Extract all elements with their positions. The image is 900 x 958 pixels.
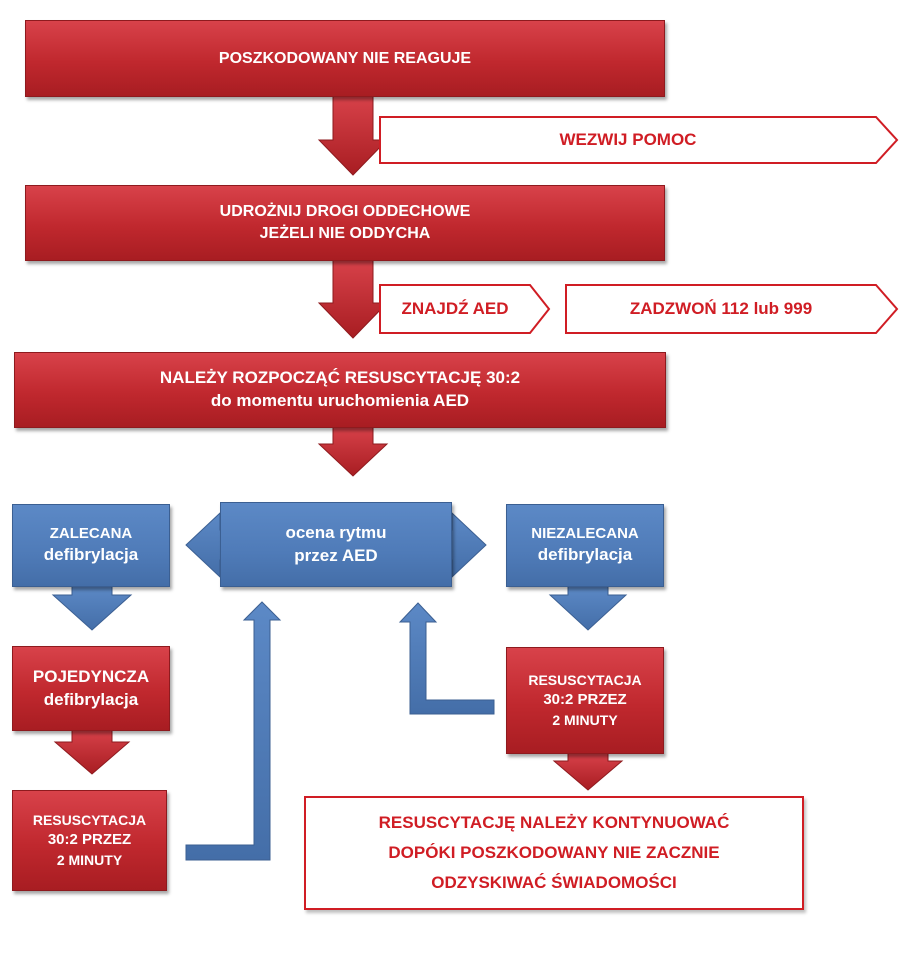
- step-start-cpr-line2: do momentu uruchomienia AED: [210, 391, 470, 410]
- find-aed-label: ZNAJDŹ AED: [380, 285, 530, 333]
- step-start-cpr-line1: NALEŻY ROZPOCZĄĆ RESUSCYTACJĘ 30:2: [159, 368, 521, 388]
- rhythm-assessment: ocena rytmu przez AED: [220, 502, 452, 587]
- step-open-airway: UDROŻNIJ DROGI ODDECHOWE JEŻELI NIE ODDY…: [25, 185, 665, 261]
- arrow-down-single-shock: [53, 728, 131, 775]
- single-shock: POJEDYNCZA defibrylacja: [12, 646, 170, 731]
- shock-recommended-line2: defibrylacja: [43, 545, 139, 565]
- cpr-right-line3: 2 MINUTY: [552, 711, 618, 728]
- arrow-down-1: [317, 94, 389, 176]
- arrow-down-continue: [552, 752, 624, 791]
- call-help-label: WEZWIJ POMOC: [380, 117, 876, 163]
- shock-not-recommended-line1: NIEZALECANA: [531, 524, 639, 542]
- rhythm-line2: przez AED: [294, 545, 378, 565]
- shock-recommended-line1: ZALECANA: [49, 524, 133, 542]
- cpr-left-line3: 2 MINUTY: [56, 851, 123, 868]
- rhythm-line1: ocena rytmu: [285, 522, 387, 542]
- cpr-left-line2: 30:2 PRZEZ: [47, 831, 132, 849]
- step-start-cpr: NALEŻY ROZPOCZĄĆ RESUSCYTACJĘ 30:2 do mo…: [14, 352, 666, 428]
- shock-recommended: ZALECANA defibrylacja: [12, 504, 170, 587]
- call-number-label: ZADZWOŃ 112 lub 999: [566, 285, 876, 333]
- cpr-left-line1: RESUSCYTACJA: [32, 812, 147, 829]
- step-open-airway-line2: JEŻELI NIE ODDYCHA: [259, 225, 431, 242]
- call-number-text: ZADZWOŃ 112 lub 999: [629, 298, 813, 318]
- cpr-two-minutes-left: RESUSCYTACJA 30:2 PRZEZ 2 MINUTY: [12, 790, 167, 891]
- return-arrow-right: [402, 602, 495, 715]
- cpr-right-line1: RESUSCYTACJA: [528, 672, 642, 689]
- single-shock-line2: defibrylacja: [43, 689, 139, 709]
- find-aed-text: ZNAJDŹ AED: [401, 298, 509, 318]
- shock-not-recommended: NIEZALECANA defibrylacja: [506, 504, 664, 587]
- step-unresponsive-text: POSZKODOWANY NIE REAGUJE: [218, 49, 472, 67]
- cpr-two-minutes-right: RESUSCYTACJA 30:2 PRZEZ 2 MINUTY: [506, 647, 664, 754]
- single-shock-line1: POJEDYNCZA: [32, 666, 150, 686]
- continue-line3: ODZYSKIWAĆ ŚWIADOMOŚCI: [431, 872, 677, 892]
- shock-not-recommended-line2: defibrylacja: [537, 545, 633, 565]
- continue-cpr: RESUSCYTACJĘ NALEŻY KONTYNUOWAĆ DOPÓKI P…: [304, 796, 804, 910]
- cpr-right-line2: 30:2 PRZEZ: [543, 691, 627, 709]
- arrow-down-recommended: [51, 585, 133, 631]
- step-open-airway-line1: UDROŻNIJ DROGI ODDECHOWE: [219, 203, 471, 221]
- return-arrow-left: [185, 601, 282, 861]
- continue-line1: RESUSCYTACJĘ NALEŻY KONTYNUOWAĆ: [378, 813, 730, 833]
- arrow-down-3: [317, 425, 389, 477]
- arrow-down-2: [317, 258, 389, 339]
- call-help-text: WEZWIJ POMOC: [559, 129, 697, 149]
- arrow-down-not-recommended: [548, 585, 628, 631]
- continue-line2: DOPÓKI POSZKODOWANY NIE ZACZNIE: [388, 843, 720, 863]
- step-unresponsive: POSZKODOWANY NIE REAGUJE: [25, 20, 665, 97]
